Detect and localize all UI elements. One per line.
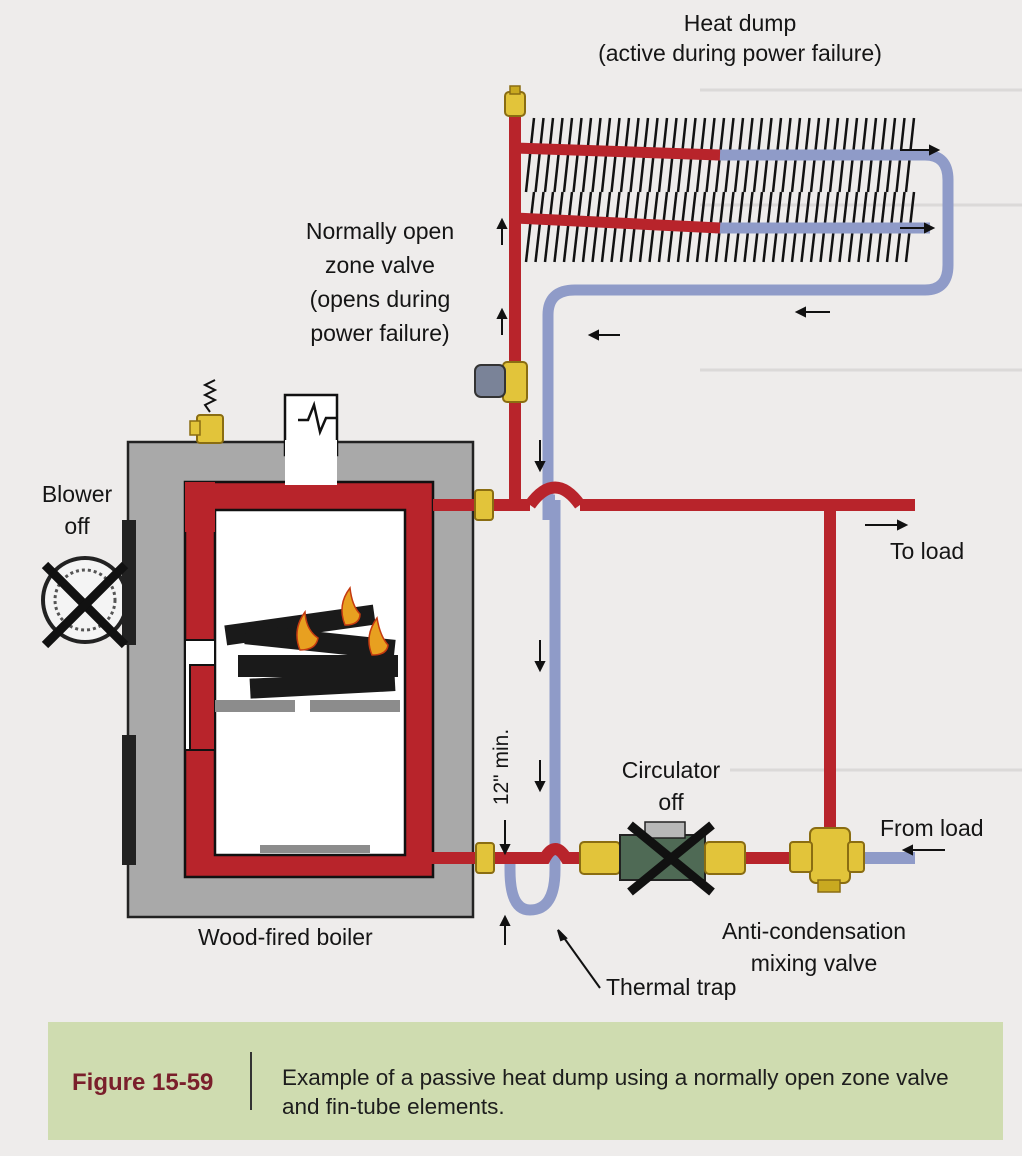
- twelve-inch-min-label: 12" min.: [490, 728, 513, 806]
- blower-line-2: off: [64, 513, 90, 539]
- circulator-line-2: off: [658, 789, 684, 815]
- to-load-label: To load: [890, 538, 965, 564]
- caption-text: Example of a passive heat dump using a n…: [282, 1065, 949, 1119]
- heat-dump-label: Heat dump (active during power failure): [560, 8, 920, 68]
- from-load-label: From load: [880, 815, 984, 841]
- mixing-valve-label: Anti-condensation mixing valve: [694, 915, 934, 979]
- heat-dump-return-pipe: [542, 149, 954, 521]
- supply-pipe-crossover: [525, 481, 585, 509]
- zone-valve-icon: [474, 361, 528, 403]
- background-baseboard-graphics: [700, 88, 1022, 772]
- wood-fired-boiler: [122, 393, 475, 919]
- fin-upper: [534, 117, 545, 193]
- fin-lower: [572, 191, 583, 263]
- blower-line-1: Blower: [41, 481, 113, 507]
- zone-valve-line-3: (opens during: [309, 286, 451, 312]
- zone-valve-line-1: Normally open: [305, 218, 455, 244]
- wood-fired-boiler-label: Wood-fired boiler: [198, 924, 373, 950]
- lower-fin-hot-pipe: [514, 212, 721, 234]
- air-vent-icon: [504, 85, 526, 117]
- union-fitting-supply: [474, 489, 494, 521]
- mixing-valve-line-2: mixing valve: [750, 950, 878, 976]
- fin-lower: [562, 191, 574, 263]
- union-fitting-return: [475, 842, 495, 874]
- zone-valve-label: Normally open zone valve (opens during p…: [280, 214, 480, 350]
- blower-icon: [41, 556, 134, 649]
- fin-lower: [524, 191, 536, 263]
- fin-lower: [534, 191, 545, 263]
- fin-upper: [543, 117, 555, 193]
- fin-upper: [553, 117, 564, 193]
- fin-lower: [543, 191, 555, 263]
- circulator-label: Circulator off: [596, 754, 746, 818]
- circulator-line-1: Circulator: [621, 757, 721, 783]
- zone-valve-line-2: zone valve: [325, 252, 435, 278]
- blower-label: Blower off: [22, 478, 132, 542]
- fin-lower: [553, 191, 564, 263]
- zone-valve-line-4: power failure): [310, 320, 450, 346]
- circulator-icon: [579, 821, 746, 896]
- mixing-valve-line-1: Anti-condensation: [721, 918, 907, 944]
- relief-valve-icon: [189, 379, 224, 444]
- thermal-trap-pipe: [504, 500, 561, 916]
- flame-icon: [296, 586, 389, 656]
- return-pipe: [430, 843, 800, 864]
- heat-dump-title: Heat dump: [683, 10, 797, 36]
- thermal-trap-label: Thermal trap: [606, 974, 737, 1000]
- caption-divider: [250, 1052, 252, 1110]
- figure-number: Figure 15-59: [72, 1069, 214, 1096]
- upper-fin-hot-pipe: [514, 142, 721, 161]
- fin-upper: [524, 117, 536, 193]
- caption-band: [48, 1022, 1003, 1140]
- flow-arrows: [496, 144, 945, 989]
- heat-dump-note: (active during power failure): [598, 40, 882, 66]
- mixing-valve-icon: [789, 827, 865, 893]
